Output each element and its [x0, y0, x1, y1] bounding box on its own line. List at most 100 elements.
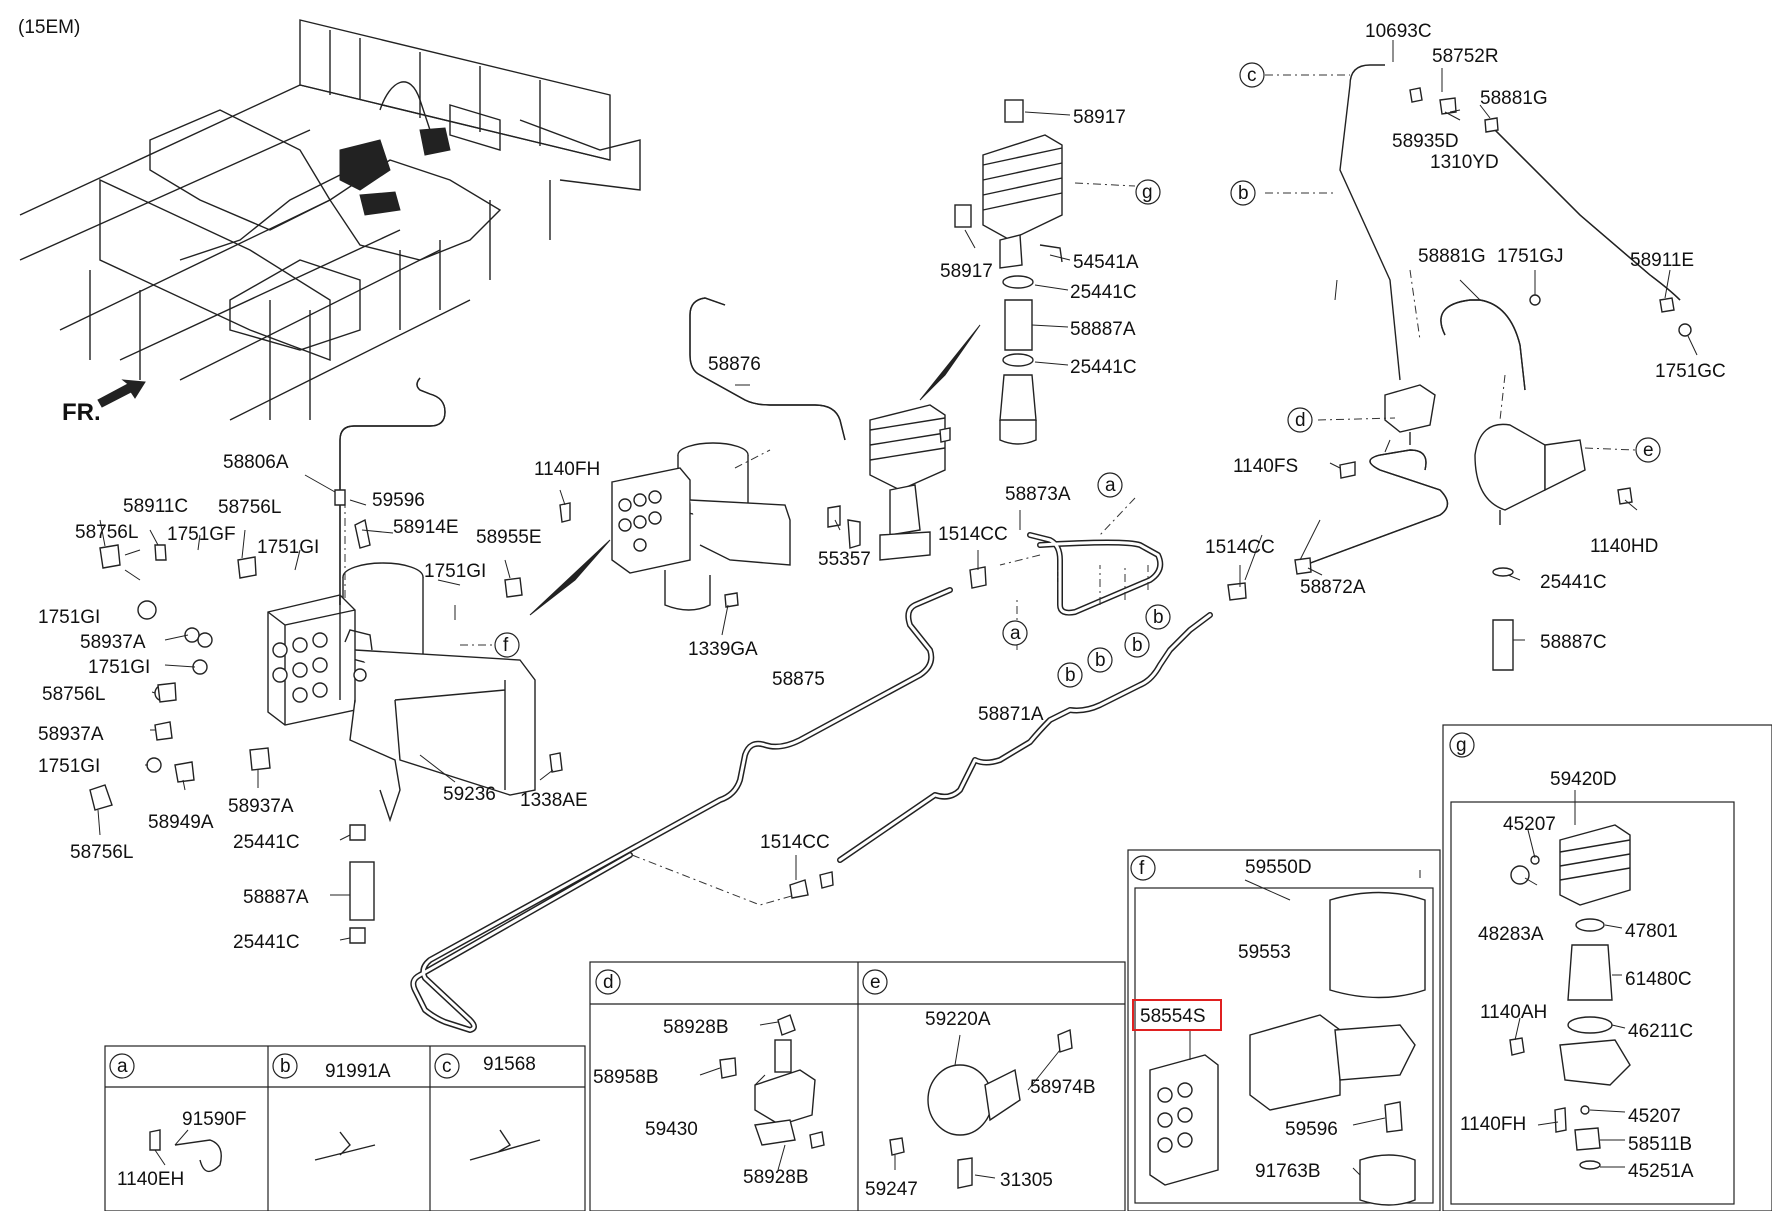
label-58958B: 58958B — [593, 1067, 659, 1088]
label-59420D: 59420D — [1550, 769, 1617, 790]
ref-b: b — [1095, 650, 1106, 671]
label-58937A: 58937A — [38, 724, 104, 745]
pipe-10693C-drawing — [1339, 64, 1401, 381]
ref-d: d — [603, 972, 614, 993]
ref-f: f — [503, 635, 509, 656]
label-58917: 58917 — [1073, 107, 1126, 128]
label-58881G: 58881G — [1480, 88, 1548, 109]
label-58935D: 58935D — [1392, 131, 1459, 152]
label-58911C: 58911C — [123, 496, 188, 517]
label-25441C: 25441C — [233, 932, 300, 953]
valve-58917-drawing — [847, 324, 981, 561]
ref-b: b — [280, 1056, 291, 1077]
label-1140FH: 1140FH — [534, 459, 600, 480]
label-45207: 45207 — [1628, 1106, 1681, 1127]
label-58887C: 58887C — [1540, 632, 1607, 653]
pipe-58881G-drawing — [1489, 124, 1681, 301]
label-58914E: 58914E — [393, 517, 459, 538]
inset-box-abc — [104, 1045, 586, 1211]
direction-label: FR. — [62, 399, 101, 426]
label-59550D: 59550D — [1245, 857, 1312, 878]
label-1751GI: 1751GI — [424, 561, 486, 582]
label-58872A: 58872A — [1300, 577, 1366, 598]
label-1140HD: 1140HD — [1590, 536, 1658, 557]
label-58911E: 58911E — [1630, 250, 1694, 271]
label-58928B: 58928B — [663, 1017, 729, 1038]
fittings-drawing — [89, 87, 1692, 944]
label-58875: 58875 — [772, 669, 825, 690]
label-58955E: 58955E — [476, 527, 542, 548]
label-54541A: 54541A — [1073, 252, 1139, 273]
pipe-58875-drawing — [410, 587, 953, 1033]
label-58756L: 58756L — [42, 684, 105, 705]
air-dryer-assembly-drawing — [267, 562, 536, 823]
highlight-58554S — [1132, 999, 1222, 1031]
label-58949A: 58949A — [148, 812, 214, 833]
label-1310YD: 1310YD — [1430, 152, 1499, 173]
label-58917: 58917 — [940, 261, 993, 282]
model-code: (15EM) — [18, 17, 80, 38]
label-1751GI: 1751GI — [38, 607, 100, 628]
ref-a: a — [1010, 623, 1021, 644]
label-58554S: 58554S — [1140, 1006, 1206, 1027]
label-1514CC: 1514CC — [1205, 537, 1275, 558]
ref-b: b — [1065, 665, 1076, 686]
label-48283A: 48283A — [1478, 924, 1544, 945]
label-1514CC: 1514CC — [938, 524, 1008, 545]
label-91763B: 91763B — [1255, 1161, 1321, 1182]
label-58756L: 58756L — [70, 842, 133, 863]
label-1140FS: 1140FS — [1233, 456, 1298, 477]
label-59596: 59596 — [372, 490, 425, 511]
inset-box-g — [1442, 724, 1772, 1211]
label-58974B: 58974B — [1030, 1077, 1096, 1098]
label-1751GC: 1751GC — [1655, 361, 1726, 382]
label-25441C: 25441C — [1070, 357, 1137, 378]
ref-b: b — [1153, 607, 1164, 628]
label-58887A: 58887A — [243, 887, 309, 908]
valve-top-assembly-drawing — [954, 99, 1063, 445]
ref-d: d — [1295, 410, 1306, 431]
label-58873A: 58873A — [1005, 484, 1071, 505]
ref-b: b — [1238, 183, 1249, 204]
reference-circles: c b d e g f a a b b b b a b c d e f g — [109, 62, 1661, 1079]
label-1751GI: 1751GI — [88, 657, 150, 678]
label-25441C: 25441C — [1540, 572, 1607, 593]
pipe-58881G-lower-drawing — [1440, 299, 1526, 391]
ref-g: g — [1456, 735, 1467, 756]
ref-f: f — [1139, 858, 1145, 879]
label-58756L: 58756L — [75, 522, 138, 543]
label-59596: 59596 — [1285, 1119, 1338, 1140]
label-1140FH: 1140FH — [1460, 1114, 1526, 1135]
upper-dryer-assembly-drawing — [529, 442, 791, 616]
label-58511B: 58511B — [1628, 1134, 1692, 1155]
label-58937A: 58937A — [228, 796, 294, 817]
label-91568: 91568 — [483, 1054, 536, 1075]
label-58871A: 58871A — [978, 704, 1044, 725]
ref-b: b — [1132, 635, 1143, 656]
chassis-frame-drawing — [19, 19, 641, 421]
leader-lines — [97, 40, 1698, 1179]
label-1751GI: 1751GI — [38, 756, 100, 777]
label-10693C: 10693C — [1365, 21, 1432, 42]
label-1751GF: 1751GF — [167, 524, 236, 545]
ref-c: c — [1247, 65, 1257, 86]
label-58937A: 58937A — [80, 632, 146, 653]
inset-box-f — [1127, 849, 1441, 1211]
label-1140AH: 1140AH — [1480, 1002, 1547, 1023]
ref-a: a — [117, 1056, 128, 1077]
label-25441C: 25441C — [233, 832, 300, 853]
valve-d-drawing — [1384, 384, 1436, 445]
label-31305: 31305 — [1000, 1170, 1053, 1191]
label-58887A: 58887A — [1070, 319, 1136, 340]
label-91991A: 91991A — [325, 1061, 391, 1082]
label-45251A: 45251A — [1628, 1161, 1694, 1182]
label-58876: 58876 — [708, 354, 761, 375]
ref-e: e — [1643, 440, 1654, 461]
inset-box-de — [589, 961, 1126, 1211]
ref-g: g — [1142, 182, 1153, 203]
label-91590F: 91590F — [182, 1109, 246, 1130]
label-59220A: 59220A — [925, 1009, 991, 1030]
label-58806A: 58806A — [223, 452, 289, 473]
label-58756L: 58756L — [218, 497, 281, 518]
